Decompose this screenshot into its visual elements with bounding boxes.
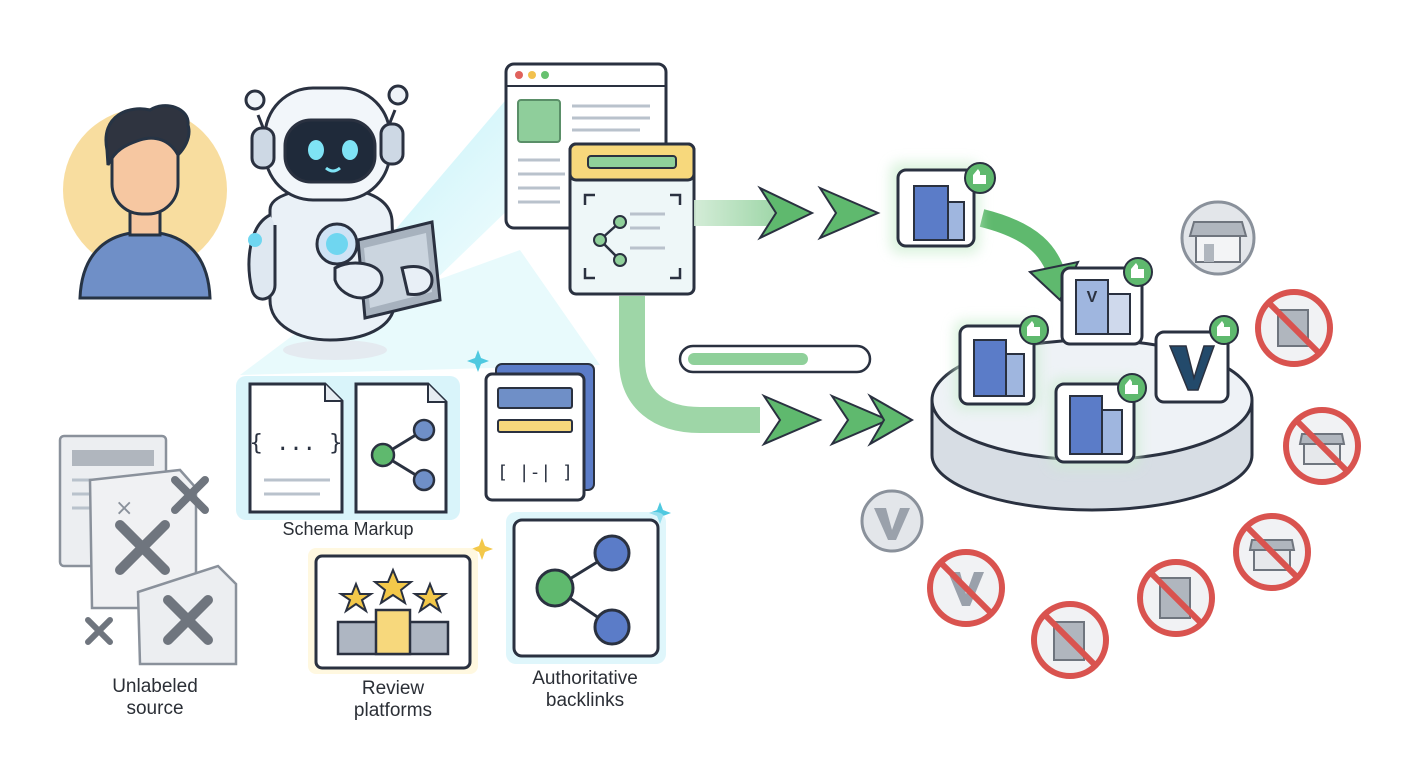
review-platforms-label: Review platforms <box>353 678 433 721</box>
brand-logo-icon <box>860 489 924 553</box>
tablet-icon <box>333 220 442 320</box>
sparkle-icon <box>471 538 493 560</box>
building-icon <box>954 320 1040 410</box>
code-braces-glyph: { ... } <box>250 431 343 456</box>
thumbs-up-icon <box>1019 315 1049 345</box>
blocked-icon <box>1233 513 1311 591</box>
share-document-icon <box>354 382 448 514</box>
unlabeled-source-label: Unlabeled source <box>112 676 198 719</box>
code-document-icon: { ... } <box>248 382 344 514</box>
thumbs-up-icon <box>1209 315 1239 345</box>
data-flow-arrows <box>619 185 1080 447</box>
form-document-icon: [ |-| ] <box>484 363 595 502</box>
building-icon <box>1050 378 1140 468</box>
blocked-icon <box>927 549 1005 627</box>
schema-markup-group: { ... } <box>236 376 460 520</box>
authoritative-backlinks-label: Authoritative backlinks <box>532 668 638 711</box>
user-avatar-icon <box>63 104 227 300</box>
blocked-icon <box>1283 407 1361 485</box>
robot-icon <box>244 84 409 360</box>
thumbs-up-icon <box>964 162 996 194</box>
rejected-document-icon: × <box>58 434 238 666</box>
blocked-icon <box>1031 601 1109 679</box>
building-icon <box>890 162 980 254</box>
building-icon: V <box>1060 266 1144 346</box>
network-node-icon <box>506 512 666 664</box>
building-letter-glyph: V <box>1087 289 1098 306</box>
brand-logo-icon <box>1154 330 1230 404</box>
schema-card-icon <box>568 142 696 296</box>
storefront-icon <box>1180 200 1256 276</box>
thumbs-up-icon <box>1123 257 1153 287</box>
thumbs-up-icon <box>1117 373 1147 403</box>
bracket-code-glyph: [ |-| ] <box>497 462 573 483</box>
blocked-icon <box>1255 289 1333 367</box>
star-rating-icon <box>308 548 478 674</box>
svg-text:×: × <box>115 496 133 521</box>
blocked-icon <box>1137 559 1215 637</box>
schema-markup-label: Schema Markup <box>282 519 414 539</box>
